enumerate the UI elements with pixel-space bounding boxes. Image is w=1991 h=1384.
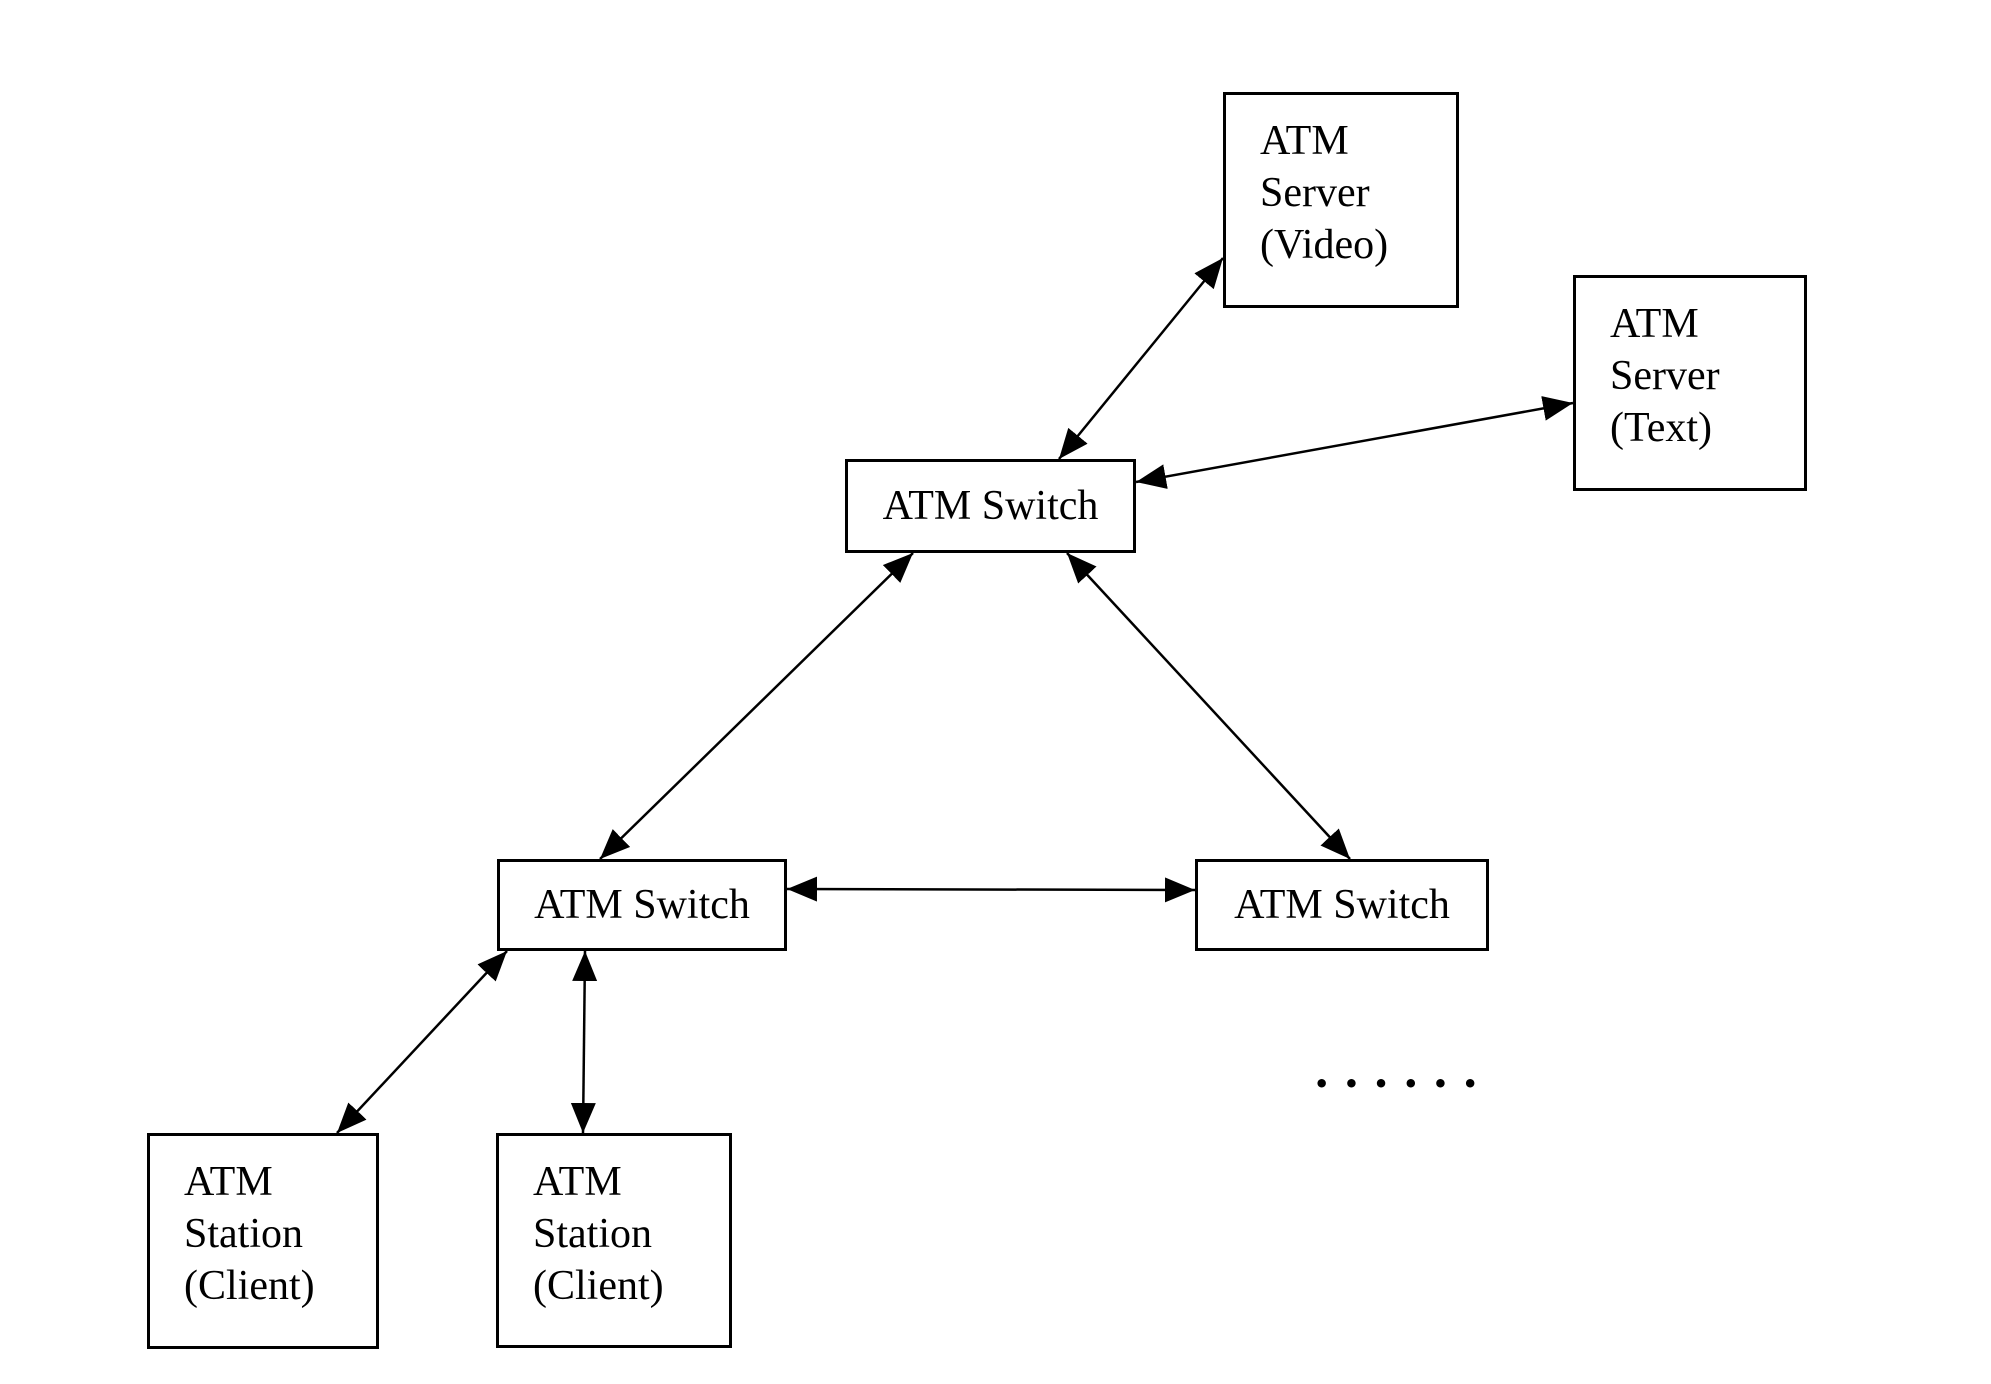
node-atm-station-client-1: ATM Station (Client) xyxy=(147,1133,379,1349)
edge-atm-switch-left--atm-station-client-2 xyxy=(570,950,598,1134)
edge-atm-switch-top--atm-server-text xyxy=(1135,396,1574,489)
node-atm-switch-left: ATM Switch xyxy=(497,859,787,951)
node-label-line: ATM xyxy=(184,1159,273,1205)
node-label-line: (Client) xyxy=(533,1263,664,1309)
node-label-line: Station xyxy=(533,1211,653,1257)
node-label-line: Station xyxy=(184,1211,304,1257)
edge-atm-switch-top--atm-server-video xyxy=(1058,257,1224,460)
node-atm-server-video: ATM Server (Video) xyxy=(1223,92,1459,308)
edge-atm-switch-top--atm-switch-left xyxy=(599,552,914,860)
node-atm-server-text: ATM Server (Text) xyxy=(1573,275,1807,491)
edge-atm-switch-left--atm-switch-right xyxy=(786,876,1196,903)
edge-atm-switch-top--atm-switch-right xyxy=(1066,552,1351,860)
node-atm-station-client-2: ATM Station (Client) xyxy=(496,1133,732,1348)
node-label-line: (Client) xyxy=(184,1263,315,1309)
node-atm-switch-top: ATM Switch xyxy=(845,459,1136,553)
node-label-line: ATM Switch xyxy=(534,882,750,928)
node-label-line: Server xyxy=(1260,170,1370,216)
edge-atm-switch-left--atm-station-client-1 xyxy=(336,950,508,1134)
ellipsis-dots: • • • • • • xyxy=(1314,1070,1481,1098)
node-label-line: ATM Switch xyxy=(882,483,1099,529)
node-label-line: ATM xyxy=(1260,118,1349,164)
node-atm-switch-right: ATM Switch xyxy=(1195,859,1489,951)
node-label-line: ATM xyxy=(533,1159,622,1205)
node-label-line: (Text) xyxy=(1610,405,1713,451)
node-label-line: ATM Switch xyxy=(1234,882,1450,928)
node-label-line: ATM xyxy=(1610,301,1699,347)
node-label-line: (Video) xyxy=(1260,222,1389,268)
node-label-line: Server xyxy=(1610,353,1720,399)
